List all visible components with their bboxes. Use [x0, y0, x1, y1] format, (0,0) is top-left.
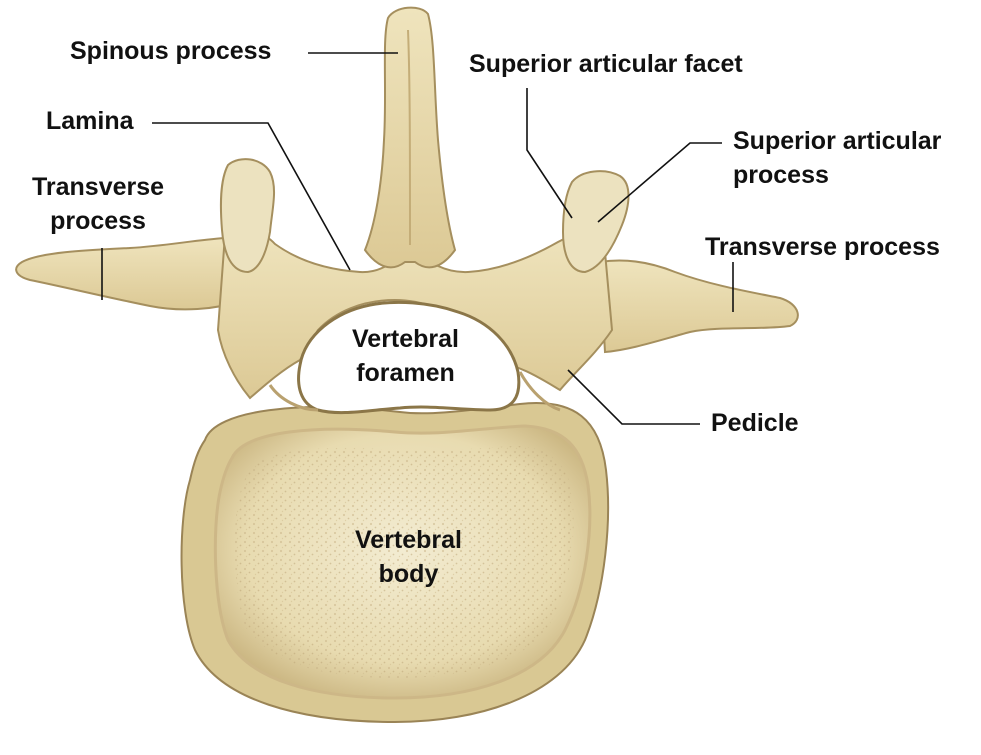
label-vertebral-foramen: Vertebral foramen — [352, 325, 460, 387]
leader-lines — [101, 52, 734, 425]
leader-articular-process — [597, 142, 722, 223]
superior-articular-process-left-shape — [219, 158, 276, 274]
transverse-process-left-shape — [15, 236, 247, 311]
label-superior-articular-process: Superior articular process — [733, 127, 942, 189]
leader-articular-facet — [526, 88, 573, 219]
label-lamina: Lamina — [46, 107, 134, 135]
label-pedicle: Pedicle — [711, 409, 799, 437]
label-superior-articular-facet: Superior articular facet — [469, 50, 743, 78]
label-transverse-process-right: Transverse process — [705, 233, 940, 261]
vertebral-body-texture — [234, 446, 574, 678]
label-transverse-process-left: Transverse process — [32, 173, 165, 235]
label-spinous-process: Spinous process — [70, 37, 272, 65]
leader-lamina — [152, 122, 351, 271]
vertebral-foramen-shape — [297, 300, 521, 415]
superior-articular-process-right-shape — [561, 170, 630, 274]
label-vertebral-body: Vertebral body — [355, 526, 463, 588]
leader-pedicle — [567, 369, 700, 425]
transverse-process-right-shape — [598, 259, 799, 354]
